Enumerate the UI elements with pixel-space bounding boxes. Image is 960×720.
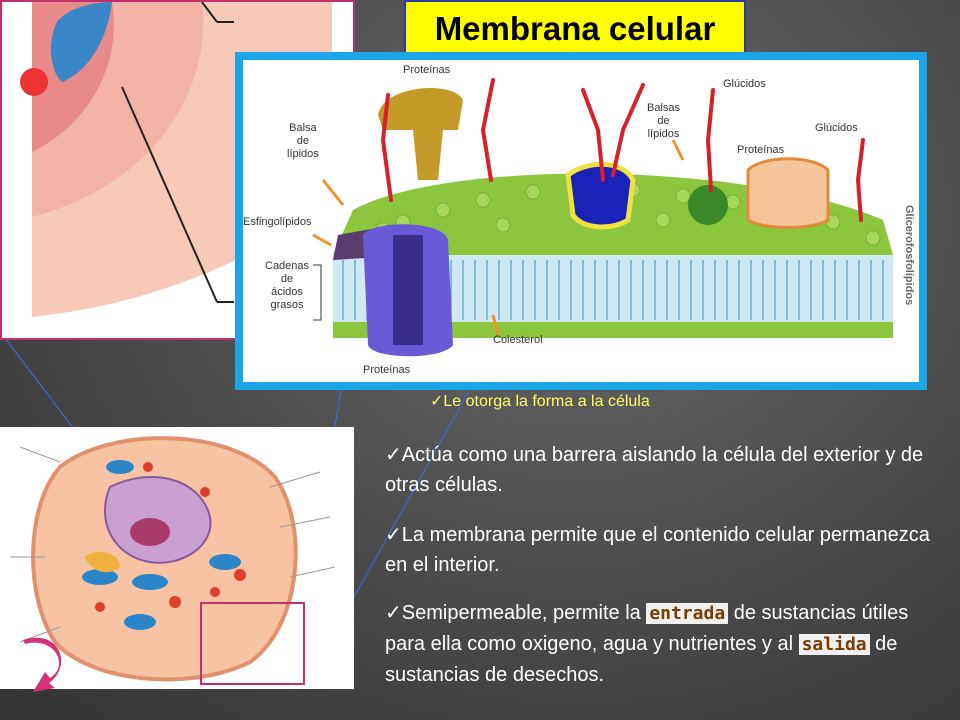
label-balsa-de-lipidos: Balsa de lípidos bbox=[287, 122, 319, 160]
label-glucidos-2: Glúcidos bbox=[815, 122, 858, 134]
page-title: Membrana celular bbox=[404, 0, 746, 58]
label-balsas-de-lipidos: Balsas de lípidos bbox=[647, 102, 681, 140]
keyword-salida: salida bbox=[798, 634, 870, 655]
label-colesterol: Colesterol bbox=[493, 334, 543, 346]
bullet-contenido: ✓La membrana permite que el contenido ce… bbox=[385, 524, 930, 576]
bullet-barrera-text: Actúa como una barrera aislando la célul… bbox=[385, 444, 924, 496]
membrane-diagram: Proteínas Glúcidos Balsas de lípidos Glú… bbox=[243, 60, 919, 382]
label-proteinas-right: Proteínas bbox=[737, 144, 785, 156]
label-glucidos-1: Glúcidos bbox=[723, 78, 766, 90]
label-proteinas-bottom: Proteínas bbox=[363, 364, 411, 376]
bullet-forma: ✓Le otorga la forma a la célula bbox=[430, 393, 650, 410]
bullet-forma-text: Le otorga la forma a la célula bbox=[443, 393, 650, 410]
label-cadenas-acidos-grasos: Cadenas de ácidos grasos bbox=[265, 260, 310, 311]
bullet-semipermeable-mid: de sustancias útiles para ella como oxig… bbox=[385, 602, 909, 655]
zoom-region-box bbox=[200, 602, 305, 685]
label-glicerofosfolipidos: Glicerofosfolípidos bbox=[903, 205, 915, 306]
bullet-semipermeable: ✓Semipermeable, permite la entrada de su… bbox=[385, 602, 909, 686]
bullet-semipermeable-pre: Semipermeable, permite la bbox=[401, 602, 647, 624]
bullet-semipermeable-post: de sustancias de desechos. bbox=[385, 633, 898, 686]
label-esfingolipidos: Esfingolípidos bbox=[243, 216, 312, 228]
bullet-contenido-text: La membrana permite que el contenido cel… bbox=[385, 524, 930, 576]
membrane-diagram-frame: Proteínas Glúcidos Balsas de lípidos Glú… bbox=[235, 52, 927, 390]
label-proteinas-top: Proteínas bbox=[403, 64, 451, 76]
return-arrow-icon[interactable] bbox=[15, 636, 75, 696]
cell-illustration bbox=[0, 427, 354, 689]
keyword-entrada: entrada bbox=[646, 603, 729, 624]
bullet-barrera: ✓Actúa como una barrera aislando la célu… bbox=[385, 444, 924, 496]
